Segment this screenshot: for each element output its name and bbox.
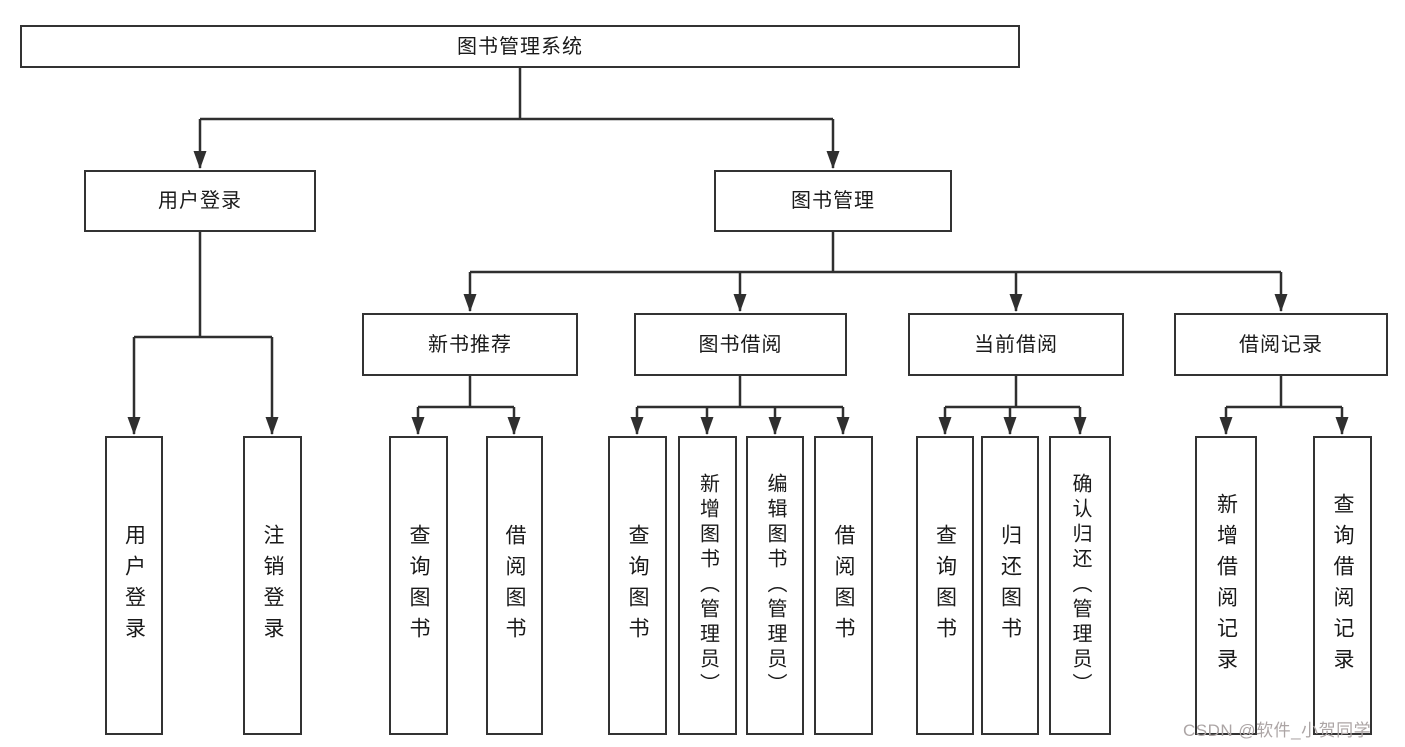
connector-group	[127, 68, 1349, 435]
node-label: 查询图书	[933, 523, 957, 648]
watermark: CSDN @软件_小贺同学	[1183, 721, 1372, 740]
node-label: 用户登录	[158, 190, 242, 212]
node-label: 确认归还（管理员）	[1069, 473, 1091, 698]
node-label: 查询借阅记录	[1331, 492, 1354, 679]
node-label: 借阅记录	[1239, 333, 1323, 356]
leaf-logout: 注销登录	[243, 436, 302, 735]
node-library-system: 图书管理系统	[20, 25, 1020, 68]
leaf-borrow-books-recommend: 借阅图书	[486, 436, 543, 735]
leaf-edit-book-admin: 编辑图书（管理员）	[746, 436, 804, 735]
node-label: 借阅图书	[832, 523, 855, 648]
node-label: 新增借阅记录	[1214, 492, 1238, 679]
node-book-borrow: 图书借阅	[634, 313, 847, 376]
node-label: 编辑图书（管理员）	[764, 473, 786, 698]
node-label: 图书借阅	[698, 333, 783, 356]
leaf-user-login: 用户登录	[105, 436, 163, 735]
node-label: 借阅图书	[503, 523, 526, 648]
node-label: 注销登录	[261, 523, 284, 648]
leaf-confirm-return-admin: 确认归还（管理员）	[1049, 436, 1111, 735]
node-book-management: 图书管理	[714, 170, 952, 232]
leaf-borrow-books: 借阅图书	[814, 436, 873, 735]
node-label: 归还图书	[998, 523, 1022, 648]
leaf-query-books-current: 查询图书	[916, 436, 974, 735]
node-current-borrow: 当前借阅	[908, 313, 1124, 376]
leaf-query-books-borrow: 查询图书	[608, 436, 667, 735]
leaf-query-borrow-record: 查询借阅记录	[1313, 436, 1372, 735]
node-label: 图书管理	[791, 190, 875, 212]
node-new-book-recommend: 新书推荐	[362, 313, 578, 376]
node-label: 用户登录	[122, 523, 146, 648]
node-label: 当前借阅	[974, 333, 1058, 356]
node-label: 新增图书（管理员）	[696, 473, 719, 698]
node-user-login: 用户登录	[84, 170, 316, 232]
node-borrow-records: 借阅记录	[1174, 313, 1388, 376]
node-label: 图书管理系统	[457, 35, 583, 58]
node-label: 新书推荐	[428, 333, 512, 356]
node-label: 查询图书	[626, 523, 649, 648]
node-label: 查询图书	[407, 523, 430, 648]
leaf-query-books-recommend: 查询图书	[389, 436, 448, 735]
leaf-return-book: 归还图书	[981, 436, 1039, 735]
leaf-add-book-admin: 新增图书（管理员）	[678, 436, 737, 735]
leaf-add-borrow-record: 新增借阅记录	[1195, 436, 1257, 735]
